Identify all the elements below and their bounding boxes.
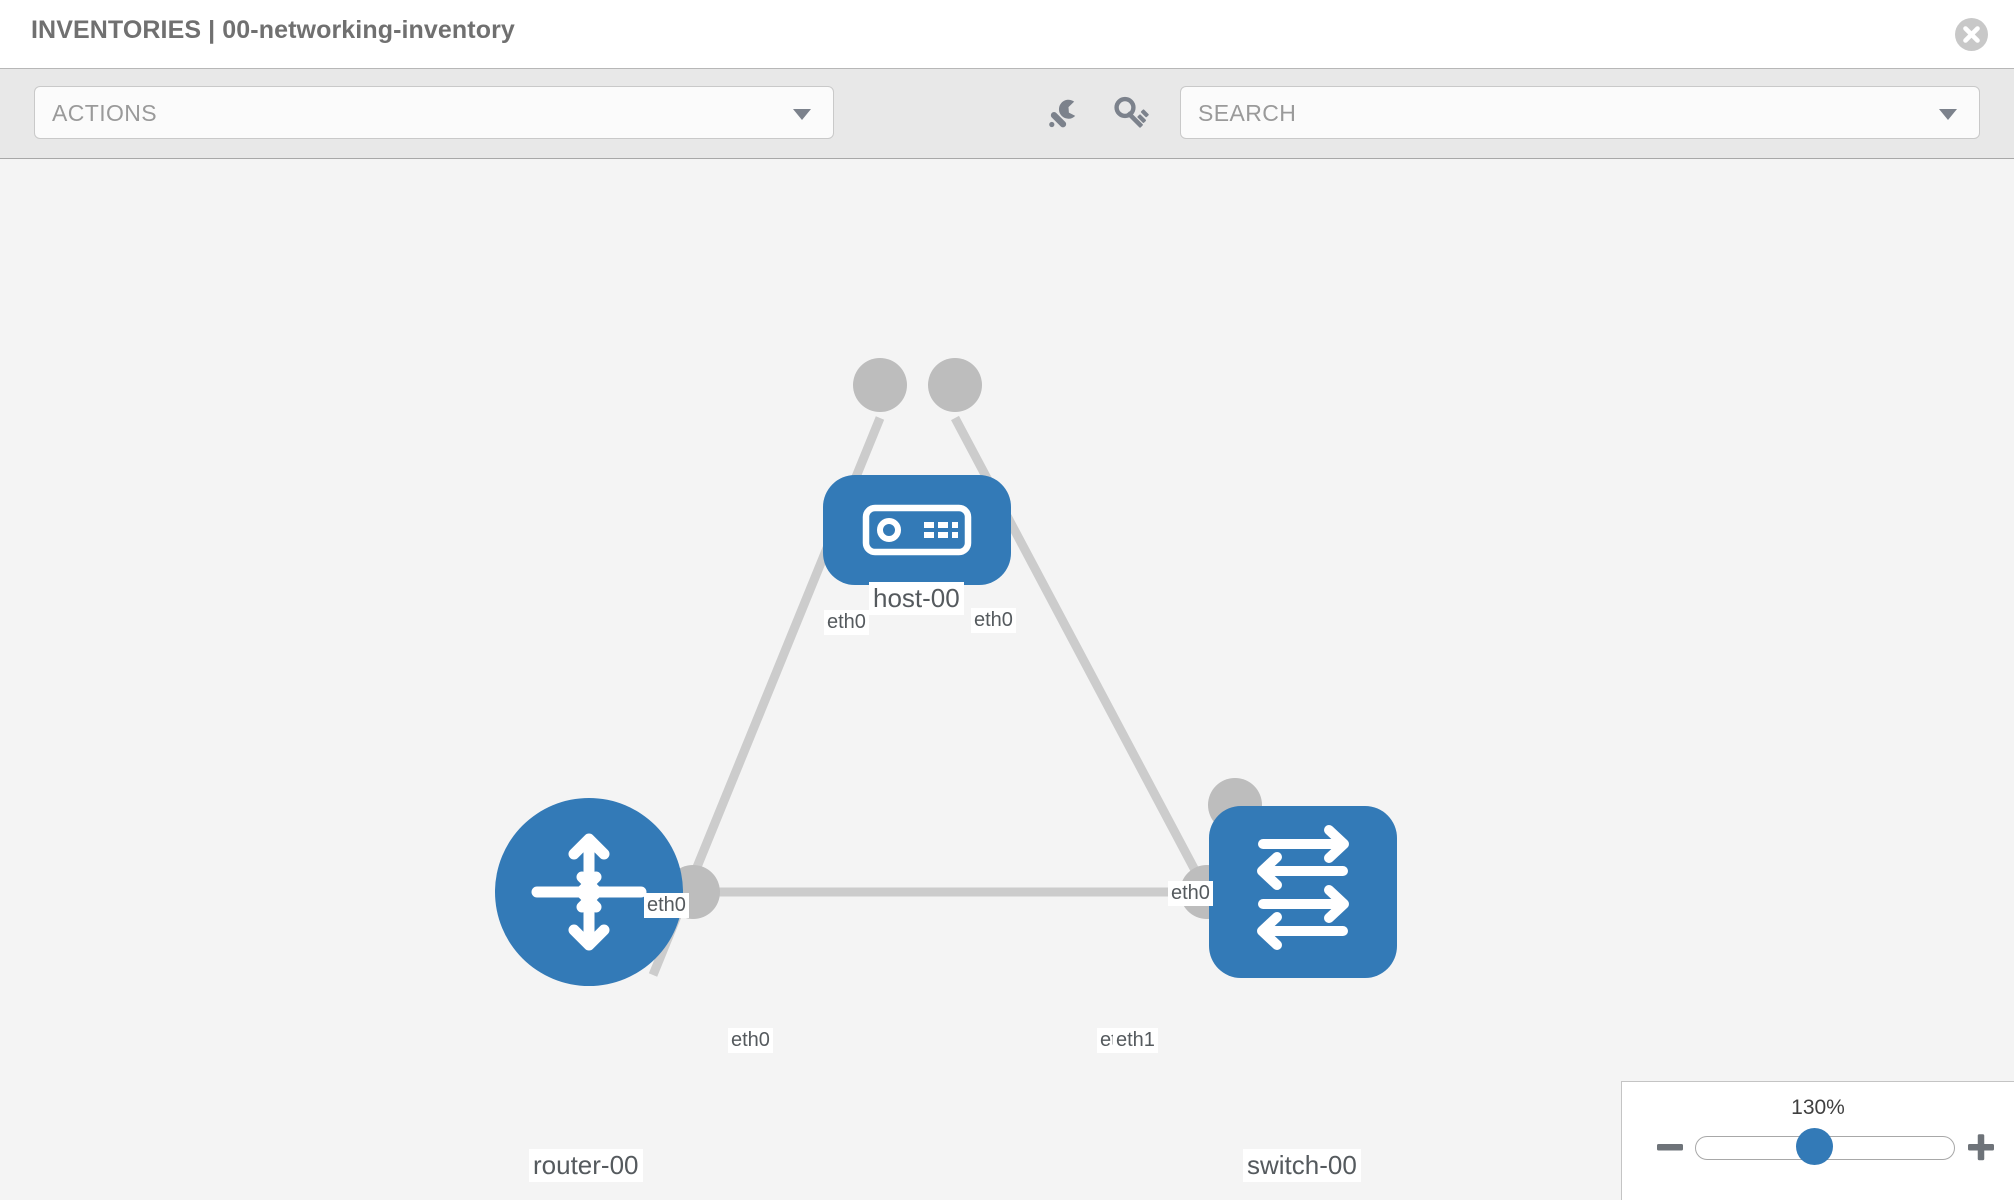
iface-label-host00-eth0-right: eth0 <box>971 608 1016 633</box>
switch-arrows-icon <box>1257 825 1349 950</box>
node-host-00[interactable] <box>823 475 1011 585</box>
node-label-host-00: host-00 <box>869 582 964 615</box>
zoom-control-panel: 130% <box>1621 1081 2014 1200</box>
zoom-slider-thumb[interactable] <box>1796 1128 1833 1165</box>
plus-icon[interactable] <box>1964 1130 1998 1164</box>
connector-host00-eth0-right[interactable] <box>928 358 982 412</box>
search-input[interactable]: SEARCH <box>1180 86 1980 139</box>
actions-dropdown-label: ACTIONS <box>52 100 158 126</box>
node-label-router-00: router-00 <box>529 1149 643 1182</box>
iface-label-host00-eth0-left: eth0 <box>824 610 869 635</box>
page-title: INVENTORIES | 00-networking-inventory <box>31 16 515 44</box>
node-switch-00[interactable] <box>1209 806 1397 978</box>
node-router-00[interactable] <box>495 798 683 986</box>
actions-dropdown[interactable]: ACTIONS <box>34 86 834 139</box>
zoom-percent-label: 130% <box>1791 1096 1845 1119</box>
router-arrows-icon <box>531 833 647 951</box>
search-placeholder: SEARCH <box>1198 100 1297 126</box>
iface-label-router00-eth0-uplink: eth0 <box>644 893 689 918</box>
minus-icon[interactable] <box>1653 1130 1687 1164</box>
iface-label-switch00-eth0-uplink: eth0 <box>1168 881 1213 906</box>
wrench-icon[interactable] <box>1040 92 1084 136</box>
topology-graph <box>495 358 1397 986</box>
close-icon[interactable] <box>1955 18 1988 51</box>
page-header: INVENTORIES | 00-networking-inventory <box>0 0 2014 69</box>
server-icon <box>862 504 972 556</box>
iface-label-router00-eth0: eth0 <box>728 1028 773 1053</box>
chevron-down-icon <box>1939 109 1957 120</box>
topology-canvas[interactable]: host-00 router-00 switch-00 eth0 eth0 et… <box>0 160 2014 1200</box>
chevron-down-icon <box>793 109 811 120</box>
node-label-switch-00: switch-00 <box>1243 1149 1361 1182</box>
connector-host00-eth0-left[interactable] <box>853 358 907 412</box>
iface-label-switch00-eth1: eth1 <box>1113 1028 1158 1053</box>
key-icon[interactable] <box>1110 92 1154 136</box>
